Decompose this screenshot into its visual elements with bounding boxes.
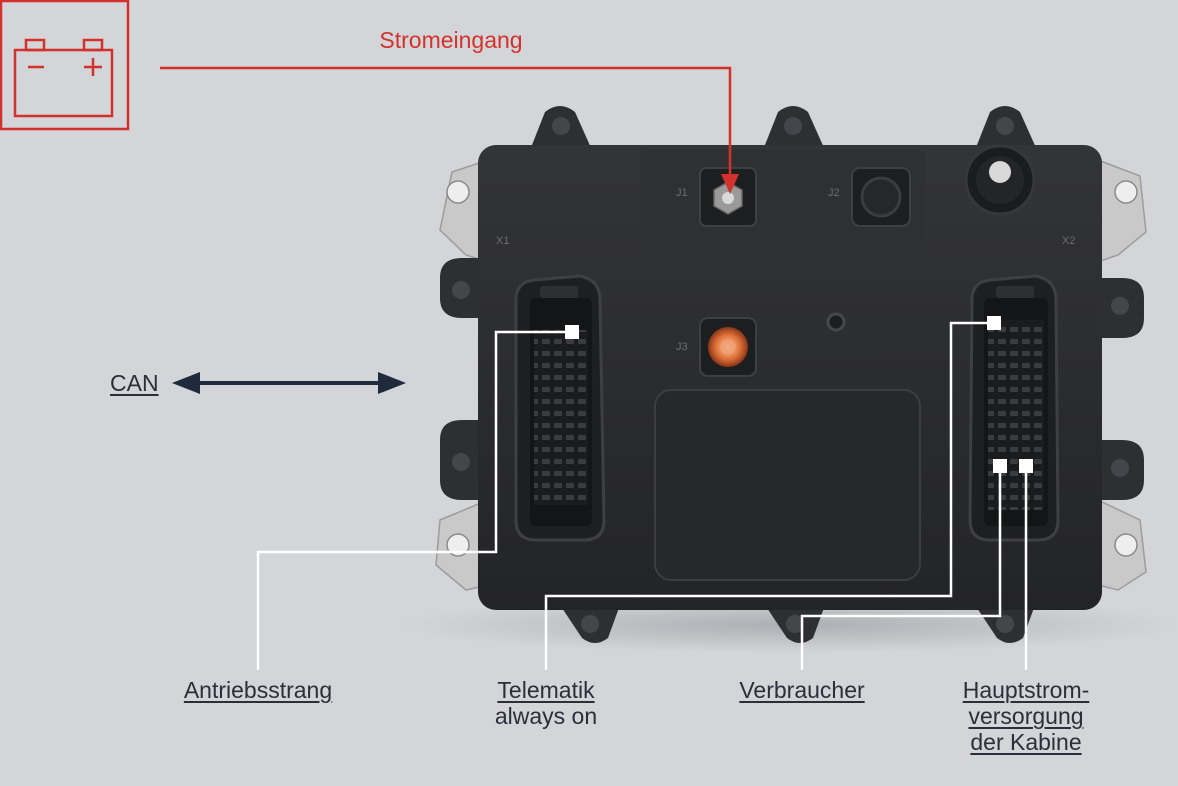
label-stromeingang-text: Stromeingang	[379, 27, 523, 53]
leader-verbraucher	[800, 466, 1002, 670]
connector-x1	[514, 274, 606, 542]
leader-telematik	[544, 321, 994, 670]
connector-x2-label: X2	[1062, 235, 1075, 247]
pin-markers	[565, 316, 1033, 473]
battery-icon	[0, 0, 130, 131]
power-input-leader	[160, 66, 739, 194]
label-antriebsstrang: Antriebsstrang	[184, 677, 332, 703]
housing-recess	[654, 389, 921, 581]
port-j3-label: J3	[676, 341, 688, 353]
label-can-text: CAN	[110, 370, 159, 396]
label-hauptstrom-line3: der Kabine	[970, 729, 1082, 755]
pin-marker-verbraucher	[993, 459, 1007, 473]
connector-x1-label: X1	[496, 235, 509, 247]
pin-marker-telematik	[987, 316, 1001, 330]
double-arrow-icon	[172, 372, 406, 394]
port-j1-label: J1	[676, 187, 688, 199]
label-hauptstrom-line1: Hauptstrom-	[962, 677, 1090, 703]
port-j2-label: J2	[828, 187, 840, 199]
port-j2	[851, 167, 911, 227]
connector-x2	[968, 274, 1060, 542]
label-verbraucher-text: Verbraucher	[739, 677, 865, 703]
breather-cap	[964, 144, 1036, 216]
label-antriebsstrang-text: Antriebsstrang	[183, 677, 333, 703]
leader-lines	[256, 321, 1028, 670]
label-hauptstrom-line2: versorgung	[968, 703, 1084, 729]
label-stromeingang: Stromeingang	[379, 27, 522, 53]
leader-antriebsstrang	[256, 330, 572, 670]
connector-x2-pins	[988, 320, 1044, 510]
pin-marker-antriebsstrang	[565, 325, 579, 339]
label-telematik: Telematik always on	[495, 677, 597, 729]
label-verbraucher: Verbraucher	[739, 677, 864, 703]
center-screw	[826, 312, 846, 332]
tab-screws	[452, 117, 1129, 633]
device-housing	[478, 145, 1102, 610]
label-can: CAN	[110, 370, 159, 396]
label-hauptstrom: Hauptstrom- versorgung der Kabine	[963, 677, 1090, 755]
label-telematik-line2: always on	[494, 703, 598, 729]
pin-marker-hauptstrom	[1019, 459, 1033, 473]
connector-x1-pins	[534, 330, 588, 505]
mounting-brackets	[435, 158, 1147, 591]
label-telematik-line1: Telematik	[497, 677, 595, 703]
port-j3	[699, 317, 757, 377]
